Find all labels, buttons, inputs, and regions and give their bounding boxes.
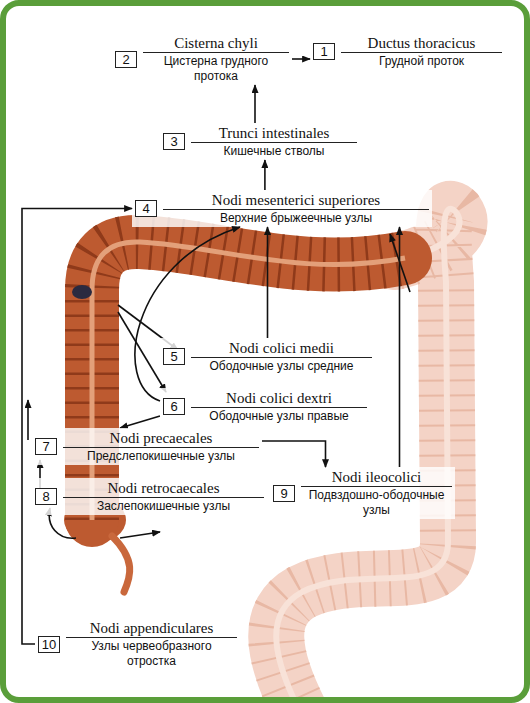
russian-name: Грудной проток [341, 53, 502, 69]
russian-name: Подвздошно-ободочные узлы [301, 487, 452, 518]
name-column: Nodi mesenterici superioresВерхние брыже… [163, 191, 429, 226]
latin-name: Nodi colici dextri [191, 389, 367, 408]
frame [3, 3, 527, 700]
name-column: Cisterna chyliЦистерна грудного протока [143, 34, 289, 84]
callout-number: 7 [35, 438, 57, 455]
lymph-flow-arrow [399, 227, 401, 467]
lymph-node-label: 4 Nodi mesenterici superioresВерхние брыж… [132, 190, 432, 227]
callout-number: 9 [273, 485, 295, 502]
russian-name: Кишечные стволы [191, 143, 357, 159]
lymph-flow-arrow [267, 227, 269, 338]
lymph-node-label: 3 Trunci intestinalesКишечные стволы [160, 123, 360, 160]
flow-arrow [118, 312, 166, 392]
russian-name: Ободочные узлы правые [191, 408, 367, 424]
name-column: Nodi retrocaecalesЗаслепокишечные узлы [63, 479, 264, 514]
lymph-node-label: 9 Nodi ileocoliciПодвздошно-ободочные узл… [270, 467, 455, 519]
lymph-node-label: 2 Cisterna chyliЦистерна грудного протока [112, 33, 292, 85]
name-column: Nodi colici dextriОбодочные узлы правые [191, 389, 367, 424]
flow-arrow [120, 416, 160, 428]
lymph-node [72, 285, 92, 299]
latin-name: Nodi mesenterici superiores [163, 191, 429, 210]
callout-number: 2 [115, 51, 137, 68]
latin-name: Cisterna chyli [143, 34, 289, 53]
callout-number: 5 [163, 348, 185, 365]
russian-name: Узлы червеобразного отростка [66, 638, 237, 669]
name-column: Ductus thoracicusГрудной проток [341, 34, 502, 69]
latin-name: Trunci intestinales [191, 124, 357, 143]
lymph-flow-arrow [264, 160, 266, 190]
lymph-flow-arrow [22, 209, 132, 645]
callout-number: 3 [163, 133, 185, 150]
name-column: Nodi precaecalesПредслепокишечные узлы [63, 429, 259, 464]
latin-name: Nodi colici medii [191, 339, 372, 358]
name-column: Nodi appendicularesУзлы червеобразного о… [66, 619, 237, 669]
lymph-flow-arrow [292, 58, 310, 60]
callout-number: 1 [313, 43, 335, 60]
appendix [112, 536, 130, 592]
lymph-flow-arrow [135, 227, 240, 401]
name-column: Trunci intestinalesКишечные стволы [191, 124, 357, 159]
lymph-node-label: 6 Nodi colici dextriОбодочные узлы правые [160, 388, 370, 425]
latin-name: Nodi precaecales [63, 429, 259, 448]
name-column: Nodi colici mediiОбодочные узлы средние [191, 339, 372, 374]
callout-number: 6 [163, 398, 185, 415]
lymph-node-label: 8 Nodi retrocaecalesЗаслепокишечные узлы [32, 478, 267, 515]
lymph-node-label: 7 Nodi precaecalesПредслепокишечные узлы [32, 428, 262, 465]
lymph-flow-arrow [254, 85, 256, 123]
name-column: Nodi ileocoliciПодвздошно-ободочные узлы [301, 468, 452, 518]
lymph-node-label: 5 Nodi colici mediiОбодочные узлы средние [160, 338, 375, 375]
flow-arrow [390, 234, 410, 292]
russian-name: Предслепокишечные узлы [63, 448, 259, 464]
callout-number: 8 [35, 488, 57, 505]
callout-number: 4 [135, 200, 157, 217]
russian-name: Верхние брыжеечные узлы [163, 210, 429, 226]
callout-number: 10 [38, 636, 60, 653]
lymph-flow-arrow [262, 441, 326, 467]
lymph-node-label: 1 Ductus thoracicusГрудной проток [310, 33, 505, 70]
russian-name: Цистерна грудного протока [143, 53, 289, 84]
russian-name: Ободочные узлы средние [191, 358, 372, 374]
russian-name: Заслепокишечные узлы [63, 498, 264, 514]
latin-name: Nodi ileocolici [301, 468, 452, 487]
flow-arrow [27, 400, 29, 440]
flow-arrow [120, 532, 160, 538]
latin-name: Nodi appendiculares [66, 619, 237, 638]
latin-name: Ductus thoracicus [341, 34, 502, 53]
lymph-node-label: 10 Nodi appendicularesУзлы червеобразного… [35, 618, 240, 670]
latin-name: Nodi retrocaecales [63, 479, 264, 498]
